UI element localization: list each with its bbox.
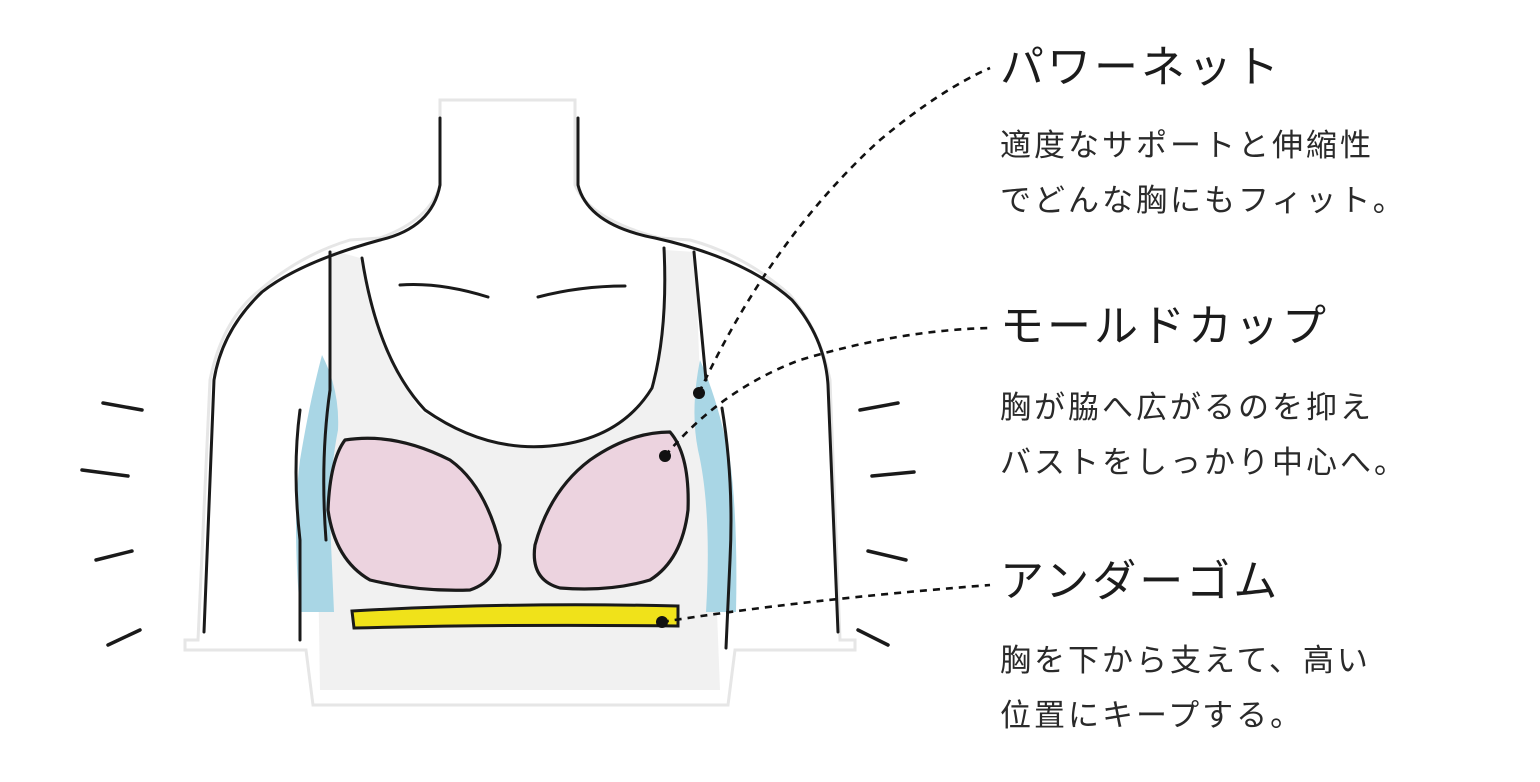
feature-title-molded-cup: モールドカップ bbox=[1000, 301, 1329, 352]
marker-dot-under-band bbox=[656, 616, 668, 628]
motion-strokes-right bbox=[856, 401, 916, 647]
power-net-right bbox=[694, 360, 737, 612]
description-line: 胸を下から支えて、高い bbox=[1000, 643, 1371, 679]
leader-line-power-net bbox=[697, 66, 991, 394]
marker-dot-molded-cup bbox=[659, 450, 671, 462]
description-line: でどんな胸にもフィット。 bbox=[1000, 183, 1407, 219]
molded-cup-right bbox=[532, 430, 690, 591]
description-line: 位置にキープする。 bbox=[1000, 698, 1305, 734]
feature-description-power-net: 適度なサポートと伸縮性 でどんな胸にもフィット。 bbox=[1000, 119, 1407, 229]
feature-description-under-band: 胸を下から支えて、高い 位置にキープする。 bbox=[1000, 634, 1371, 744]
molded-cup-left bbox=[326, 436, 502, 592]
feature-title-power-net: パワーネット bbox=[1000, 42, 1282, 93]
feature-description-molded-cup: 胸が脇へ広がるのを抑え バストをしっかり中心へ。 bbox=[1000, 381, 1408, 491]
feature-title-under-band: アンダーゴム bbox=[1000, 556, 1281, 607]
leader-line-molded-cup bbox=[664, 326, 991, 457]
under-band bbox=[350, 603, 680, 630]
motion-strokes-left bbox=[80, 401, 144, 647]
description-line: 適度なサポートと伸縮性 bbox=[1000, 128, 1374, 164]
marker-dot-power-net bbox=[693, 387, 705, 399]
body-lines bbox=[202, 116, 840, 650]
description-line: 胸が脇へ広がるのを抑え bbox=[1000, 390, 1374, 426]
leader-lines bbox=[661, 66, 991, 624]
description-line: バストをしっかり中心へ。 bbox=[1000, 445, 1408, 481]
